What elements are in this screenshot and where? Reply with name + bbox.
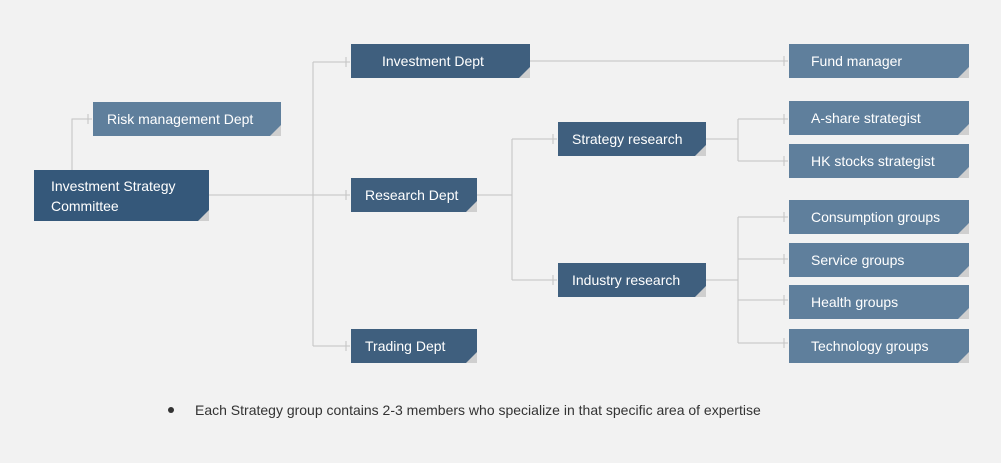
connector-to-hk xyxy=(738,156,788,166)
node-label: Research Dept xyxy=(365,187,459,203)
node-industry-research: Industry research xyxy=(558,263,706,297)
connector-to-trading xyxy=(313,341,350,351)
connector-to-strategy xyxy=(512,134,557,144)
node-service-groups: Service groups xyxy=(789,243,969,277)
node-consumption-groups: Consumption groups xyxy=(789,200,969,234)
fold-corner xyxy=(958,223,969,234)
node-label: Strategy research xyxy=(572,131,683,147)
node-label: Trading Dept xyxy=(365,338,446,354)
node-label: Consumption groups xyxy=(811,209,941,225)
node-fund-manager: Fund manager xyxy=(789,44,969,78)
node-label: Risk management Dept xyxy=(107,111,254,127)
node-label: Service groups xyxy=(811,252,905,268)
connector-to-technology xyxy=(738,338,788,348)
connector-industry-branch xyxy=(706,217,739,343)
fold-corner xyxy=(958,352,969,363)
node-risk-management-dept: Risk management Dept xyxy=(93,102,281,136)
node-label: Fund manager xyxy=(811,53,903,69)
fold-corner xyxy=(958,167,969,178)
node-label: Investment Dept xyxy=(382,53,484,69)
bullet-icon xyxy=(168,407,174,413)
node-hk-stocks-strategist: HK stocks strategist xyxy=(789,144,969,178)
connector-to-ashare xyxy=(738,114,788,124)
connector-to-health xyxy=(738,295,788,305)
node-trading-dept: Trading Dept xyxy=(351,329,477,363)
fold-corner xyxy=(958,308,969,319)
connector-committee-risk xyxy=(71,114,92,170)
connector-to-industry xyxy=(512,275,557,285)
fold-corner xyxy=(958,124,969,135)
node-research-dept: Research Dept xyxy=(351,178,477,212)
fold-corner xyxy=(695,286,706,297)
node-label: Investment Strategy Committee xyxy=(51,177,176,214)
connector-investment-fund xyxy=(530,56,788,66)
fold-corner xyxy=(519,67,530,78)
connector-to-consumption xyxy=(738,212,788,222)
node-health-groups: Health groups xyxy=(789,285,969,319)
node-technology-groups: Technology groups xyxy=(789,329,969,363)
node-label: Technology groups xyxy=(811,338,929,354)
node-label: A-share strategist xyxy=(811,110,921,126)
connector-research-branch xyxy=(477,139,513,280)
node-strategy-research: Strategy research xyxy=(558,122,706,156)
node-label: Health groups xyxy=(811,294,899,310)
fold-corner xyxy=(958,67,969,78)
footnote-text: Each Strategy group contains 2-3 members… xyxy=(195,402,761,418)
fold-corner xyxy=(466,352,477,363)
fold-corner xyxy=(466,201,477,212)
fold-corner xyxy=(695,145,706,156)
fold-corner xyxy=(198,210,209,221)
connector-strategy-branch xyxy=(706,119,739,161)
connector-to-service xyxy=(738,254,788,264)
footnote: Each Strategy group contains 2-3 members… xyxy=(168,402,761,418)
node-label: Industry research xyxy=(572,272,681,288)
node-a-share-strategist: A-share strategist xyxy=(789,101,969,135)
fold-corner xyxy=(958,266,969,277)
node-investment-strategy-committee: Investment Strategy Committee xyxy=(34,170,209,221)
connector-committee-research xyxy=(209,190,350,200)
fold-corner xyxy=(270,125,281,136)
node-investment-dept: Investment Dept xyxy=(351,44,530,78)
connector-to-investment xyxy=(313,57,350,67)
node-label: HK stocks strategist xyxy=(811,153,935,169)
